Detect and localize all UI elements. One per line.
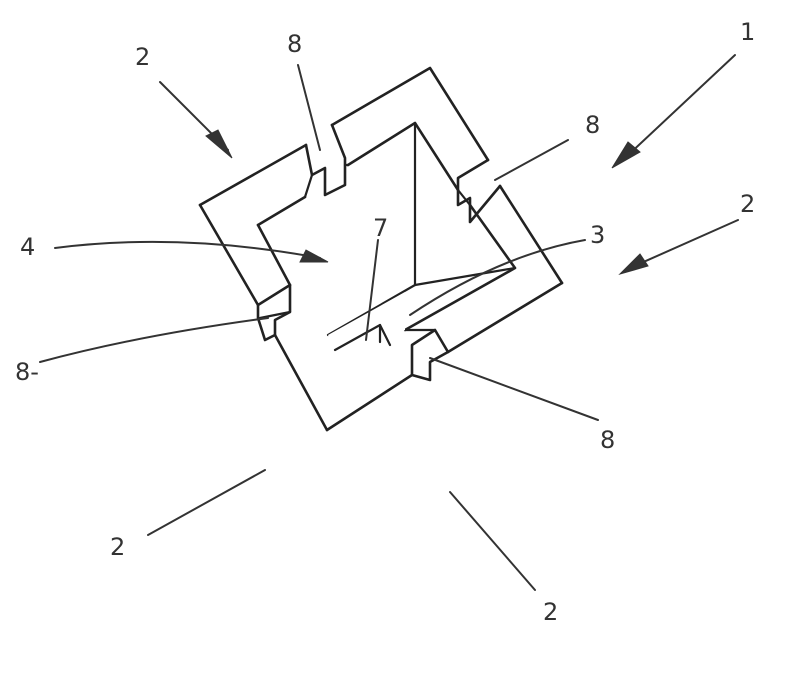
- leader-8a: [297, 64, 321, 151]
- rim-inner-left: [256, 223, 292, 287]
- rim-outer-top-right: [330, 66, 490, 162]
- inner-floor-edge: [326, 283, 417, 337]
- notch-left-shape: [256, 283, 292, 342]
- leader-2b: [629, 219, 739, 269]
- notch-right-shape: [456, 158, 502, 224]
- notch-left: [256, 283, 292, 342]
- leader-4: [54, 240, 321, 259]
- arrowhead-4: [299, 249, 329, 263]
- label-4: 4: [20, 233, 35, 261]
- label-2-lower-right: 2: [543, 598, 558, 626]
- left-face: [200, 205, 327, 650]
- rim-outer-bottom-right-2: [446, 281, 564, 354]
- rim-outer-top-left: [198, 143, 308, 207]
- rim-inner-top-left: [256, 195, 307, 227]
- labels: 1 2 2 2 2 3 4 7 8 8 8- 8: [15, 18, 755, 626]
- notch-top-shape: [304, 123, 347, 197]
- label-7: 7: [373, 214, 388, 242]
- label-8-left: 8-: [15, 358, 39, 386]
- label-8-right: 8: [585, 111, 600, 139]
- leader-8d: [429, 357, 599, 421]
- rim-outer-bottom-right: [325, 373, 414, 432]
- label-2-right: 2: [740, 190, 755, 218]
- notch-bottom-shape: [410, 328, 450, 382]
- rim-inner-right: [403, 203, 517, 332]
- leader-3: [409, 239, 586, 316]
- rim-outer-bottom-left: [273, 333, 329, 432]
- notch-top: [303, 123, 350, 199]
- leader-2c: [147, 469, 266, 536]
- leader-7: [365, 239, 379, 341]
- inner-floor-edge-2: [413, 266, 517, 287]
- label-2-top-left: 2: [135, 43, 150, 71]
- leader-8c: [39, 317, 269, 363]
- leader-1: [624, 54, 736, 159]
- label-1: 1: [740, 18, 755, 46]
- label-8-top: 8: [287, 30, 302, 58]
- notch-left-inner: [258, 310, 292, 320]
- arrowhead-1: [611, 141, 641, 169]
- label-8-bottom: 8: [600, 426, 615, 454]
- rim-outer-left: [198, 203, 260, 307]
- rim-inner-top-right: [346, 121, 460, 192]
- arrowhead-2b: [618, 253, 649, 276]
- top-rim: [198, 66, 564, 432]
- leader-2d: [449, 491, 536, 591]
- notch-top-inner: [303, 173, 314, 199]
- notch-bottom: [403, 328, 450, 382]
- label-2-lower-left: 2: [110, 533, 125, 561]
- leader-8b: [494, 139, 569, 181]
- rim-outer-right: [498, 184, 564, 285]
- right-face: [327, 283, 562, 650]
- notch-right: [456, 158, 502, 224]
- leaders: [39, 54, 739, 591]
- label-3: 3: [590, 221, 605, 249]
- notch-right-inner: [456, 188, 472, 207]
- arrowhead-2a: [205, 129, 233, 159]
